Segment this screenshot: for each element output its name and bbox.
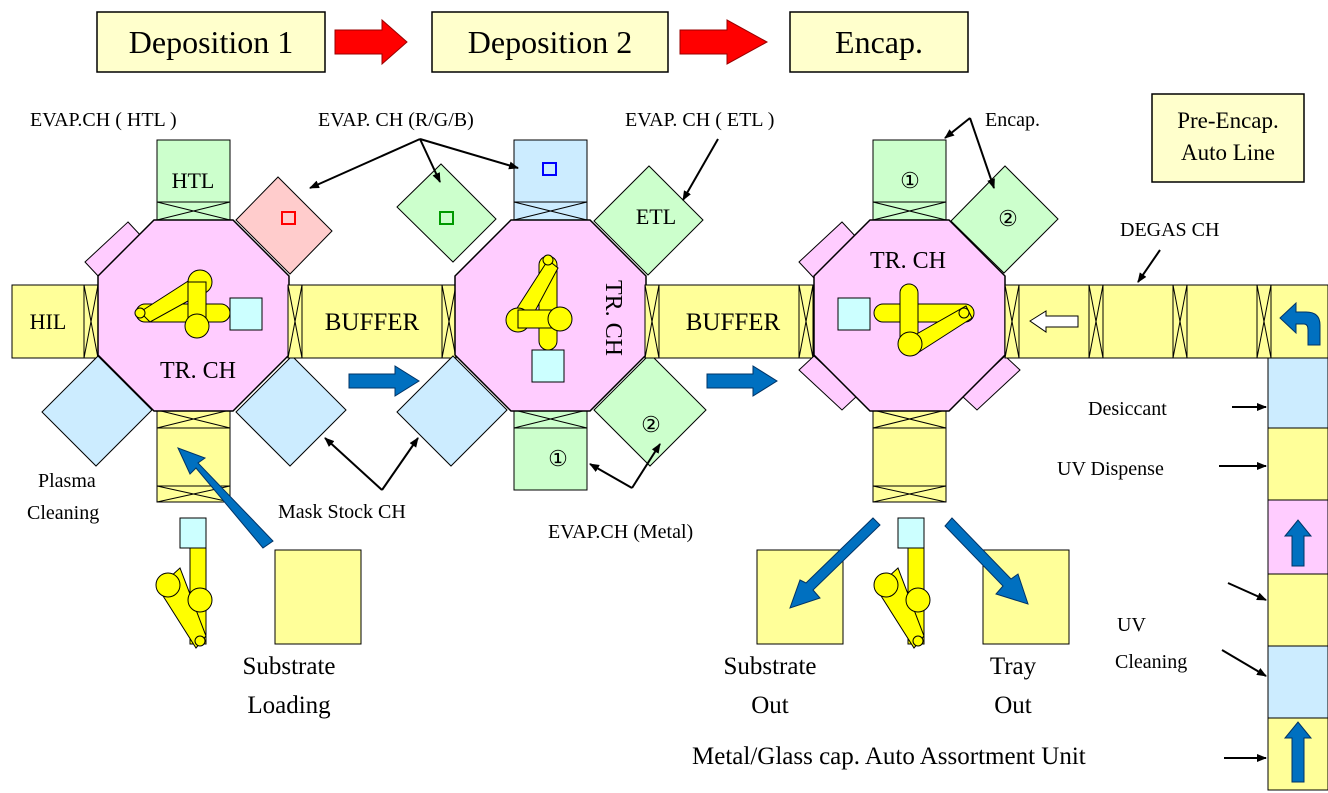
mask-stock-label: Mask Stock CH — [278, 501, 406, 523]
buffer-2: BUFFER — [644, 284, 814, 359]
pre-encap-line1: Pre-Encap. — [1177, 108, 1279, 133]
red-arrow-2 — [679, 19, 769, 65]
encap-chamber-2: ② — [950, 165, 1059, 274]
mask-chamber-1 — [235, 355, 347, 467]
robot-3 — [837, 283, 975, 357]
encap-2-label: ② — [998, 206, 1018, 231]
substrate-out-arrow — [789, 517, 881, 609]
cluster-3: ① ② TR. CH — [756, 139, 1070, 649]
uv-cleaning-label-2: Cleaning — [1115, 651, 1187, 673]
pre-encap-box: Pre-Encap. Auto Line — [1151, 93, 1305, 183]
evap-red-chamber — [235, 176, 333, 275]
pre-encap-vertical-line — [1267, 357, 1328, 791]
encap-1-label: ① — [900, 168, 920, 193]
evap-metal-1 — [513, 427, 588, 491]
stage-deposition-2-label: Deposition 2 — [468, 24, 632, 60]
tr-ch-1-label: TR. CH — [160, 358, 236, 384]
encap-label: Encap. — [985, 109, 1040, 131]
cluster-1: HIL HTL — [11, 139, 362, 649]
stage-encap: Encap. — [789, 11, 969, 73]
evap-metal-2: ② — [593, 353, 707, 467]
evap-htl-label: EVAP.CH ( HTL ) — [30, 109, 177, 131]
htl-label: HTL — [172, 168, 215, 193]
loading-robot — [155, 517, 213, 649]
tray-out-arrow — [944, 517, 1029, 605]
robot-2 — [505, 254, 573, 383]
robot-1 — [134, 269, 263, 339]
htl-chamber — [156, 139, 231, 203]
mask-chamber-2 — [396, 355, 508, 467]
pointer-lines — [309, 117, 1267, 762]
tray-out-label-1: Tray — [990, 653, 1037, 680]
desiccant-label: Desiccant — [1088, 398, 1167, 420]
hil-chamber — [11, 284, 85, 359]
etl-label: ETL — [636, 204, 676, 229]
tr-ch-3-label: TR. CH — [870, 248, 946, 274]
curved-blue-arrow — [1279, 301, 1321, 346]
substrate-out-label-1: Substrate — [723, 653, 816, 680]
loading-arrow — [177, 447, 274, 549]
buffer-2-label: BUFFER — [686, 309, 781, 336]
unload-chamber — [872, 427, 947, 487]
substrate-loading-label-2: Loading — [247, 692, 331, 719]
plasma-label-2: Cleaning — [27, 502, 99, 524]
evap-etl-label: EVAP. CH ( ETL ) — [625, 109, 774, 131]
degas-label: DEGAS CH — [1120, 219, 1219, 241]
red-arrow-1 — [334, 18, 408, 66]
assortment-label: Metal/Glass cap. Auto Assortment Unit — [692, 743, 1086, 770]
tray-out-label-2: Out — [994, 692, 1032, 719]
buffer-1-label: BUFFER — [325, 309, 420, 336]
evap-green-chamber — [396, 163, 497, 263]
etl-chamber: ETL — [593, 165, 704, 276]
evap-rgb-label: EVAP. CH (R/G/B) — [318, 109, 474, 131]
stage-deposition-1-label: Deposition 1 — [129, 24, 293, 60]
uv-cleaning-label-1: UV — [1117, 614, 1146, 636]
pre-encap-line2: Auto Line — [1181, 140, 1275, 165]
substrate-loading-tray — [274, 549, 362, 645]
unload-robot — [873, 517, 931, 649]
degas-line — [1004, 284, 1328, 359]
evap-blue-chamber — [513, 139, 588, 203]
flow-arrow-2 — [706, 365, 778, 397]
uv-dispense-label: UV Dispense — [1057, 458, 1164, 480]
hil-label: HIL — [30, 309, 67, 334]
substrate-out-label-2: Out — [751, 692, 789, 719]
hollow-left-arrow — [1029, 310, 1079, 333]
metal-1-label: ① — [548, 446, 568, 471]
tr-ch-2-label: TR. CH — [600, 280, 626, 356]
stage-deposition-2: Deposition 2 — [431, 11, 669, 73]
stage-encap-label: Encap. — [835, 24, 923, 60]
evap-metal-label: EVAP.CH (Metal) — [548, 521, 693, 543]
stage-deposition-1: Deposition 1 — [96, 11, 326, 73]
substrate-loading-label-1: Substrate — [242, 653, 335, 680]
metal-2-label: ② — [641, 412, 661, 437]
flow-arrow-1 — [348, 365, 420, 397]
buffer-1: BUFFER — [287, 284, 457, 359]
plasma-label-1: Plasma — [38, 470, 96, 492]
cluster-2: ETL ② ① TR. CH — [396, 139, 707, 491]
